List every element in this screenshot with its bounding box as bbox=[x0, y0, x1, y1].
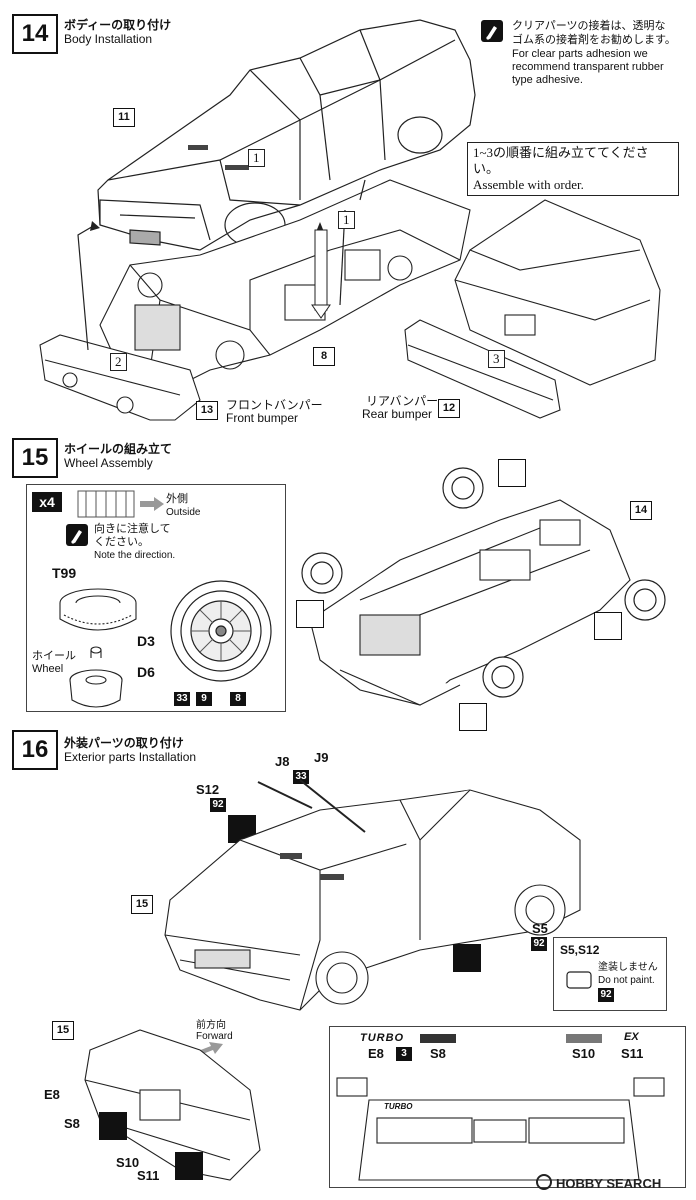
rear-body-drawing bbox=[404, 199, 661, 419]
assembly-order-jp: 1~3の順番に組み立ててください。 bbox=[473, 145, 649, 176]
step-15-number: 15 bbox=[12, 438, 58, 478]
glue-warning-icon bbox=[498, 459, 526, 487]
part-number-rear-bumper: 12 bbox=[438, 399, 460, 418]
glue-warning-icon bbox=[594, 612, 622, 640]
front-bumper-label-en: Front bumper bbox=[226, 411, 299, 425]
do-not-paint-en: Do not paint. bbox=[598, 975, 655, 986]
direction-note-en: Note the direction. bbox=[94, 550, 176, 561]
lancer-emblem-sample bbox=[566, 1034, 602, 1043]
step-14-number: 14 bbox=[12, 14, 58, 54]
glue-warning-icon bbox=[453, 944, 481, 972]
detail-s11-label: S11 bbox=[621, 1046, 644, 1061]
glue-warning-icon bbox=[459, 703, 487, 731]
front-car-drawing bbox=[164, 779, 581, 1011]
part-number-body-15: 15 bbox=[131, 895, 153, 914]
order-marker-2: 2 bbox=[110, 353, 127, 371]
step-15-title-en: Wheel Assembly bbox=[64, 456, 153, 470]
do-not-paint-color-92: 92 bbox=[598, 988, 614, 1002]
adhesive-note-en-2: recommend transparent rubber bbox=[512, 61, 664, 73]
adhesive-note-jp-1: クリアパーツの接着は、透明な bbox=[512, 20, 666, 32]
underside-chassis-drawing bbox=[301, 467, 666, 706]
assembly-order-en: Assemble with order. bbox=[473, 177, 584, 192]
arrow-right-icon bbox=[140, 497, 164, 511]
paint-color-92-s5: 92 bbox=[531, 937, 547, 951]
glue-warning-icon bbox=[175, 1152, 203, 1180]
ex-emblem-sample: EX bbox=[624, 1031, 639, 1043]
rear-panel-drawing bbox=[336, 1077, 665, 1181]
rear-turbo-emblem: TURBO bbox=[384, 1102, 413, 1111]
assembly-order-note: 1~3の順番に組み立ててください。 Assemble with order. bbox=[467, 142, 679, 196]
adhesive-icon bbox=[481, 20, 503, 42]
tire-tread-icon bbox=[77, 490, 135, 518]
turbo-emblem-sample: TURBO bbox=[360, 1032, 405, 1044]
assembly-arrows-14 bbox=[77, 179, 366, 351]
glue-warning-icon bbox=[296, 600, 324, 628]
part-number-body: 11 bbox=[113, 108, 135, 127]
forward-label-en: Forward bbox=[196, 1031, 233, 1042]
paint-color-8: 8 bbox=[230, 692, 246, 706]
detail-e8-label: E8 bbox=[368, 1046, 384, 1061]
part-number-chassis: 8 bbox=[313, 347, 335, 366]
step-14-title-en: Body Installation bbox=[64, 32, 153, 46]
paint-color-33-j8: 33 bbox=[293, 770, 309, 784]
wheel-label-en: Wheel bbox=[32, 663, 64, 675]
step-16-title-jp: 外装パーツの取り付け bbox=[64, 736, 184, 750]
adhesive-note-en-3: type adhesive. bbox=[512, 74, 583, 86]
rear-bumper-label-jp: リアバンパー bbox=[366, 394, 439, 408]
wheel-label-jp: ホイール bbox=[32, 650, 76, 662]
outside-label-jp: 外側 bbox=[166, 493, 188, 505]
watermark-logo-icon bbox=[536, 1174, 552, 1190]
step-16-title-en: Exterior parts Installation bbox=[64, 750, 197, 764]
tire-part-label: T99 bbox=[52, 565, 77, 581]
paint-color-92: 92 bbox=[210, 798, 226, 812]
order-marker-3: 3 bbox=[488, 350, 505, 368]
direction-note-jp-1: 向きに注意して bbox=[94, 523, 171, 535]
watermark: HOBBY SEARCH bbox=[536, 1174, 661, 1191]
part-j8-label: J8 bbox=[275, 754, 290, 769]
front-bumper-drawing bbox=[39, 334, 201, 421]
part-d6-label: D6 bbox=[137, 664, 155, 680]
caution-icon bbox=[66, 524, 88, 546]
emblem-sample-bar bbox=[420, 1034, 456, 1043]
step-14-title-jp: ボディーの取り付け bbox=[64, 18, 172, 32]
part-s11-label: S11 bbox=[137, 1168, 160, 1183]
order-marker-1: 1 bbox=[248, 149, 265, 167]
order-marker-1-chassis: 1 bbox=[338, 211, 355, 229]
part-s10-label: S10 bbox=[116, 1155, 140, 1170]
part-s5-label: S5 bbox=[532, 921, 548, 936]
wheel-part-drawing bbox=[69, 646, 123, 708]
part-s12-label: S12 bbox=[196, 782, 220, 797]
part-j9-label: J9 bbox=[314, 750, 329, 765]
adhesive-note-jp-2: ゴム系の接着剤をお勧めします。 bbox=[512, 34, 676, 46]
part-d3-label: D3 bbox=[137, 633, 155, 649]
paint-color-9: 9 bbox=[196, 692, 212, 706]
detail-s10-label: S10 bbox=[572, 1046, 596, 1061]
rear-bumper-label-en: Rear bumper bbox=[362, 407, 433, 421]
glue-warning-icon bbox=[99, 1112, 127, 1140]
detail-paint-color-3: 3 bbox=[396, 1047, 412, 1061]
assembled-wheel-drawing bbox=[170, 580, 272, 682]
part-s8-label: S8 bbox=[64, 1116, 80, 1131]
detail-s8-label: S8 bbox=[430, 1046, 446, 1061]
mirror-part-icon bbox=[566, 971, 592, 989]
part-number-rear-body-15: 15 bbox=[52, 1021, 74, 1040]
part-e8-label: E8 bbox=[44, 1087, 60, 1102]
front-bumper-label-jp: フロントバンパー bbox=[226, 398, 323, 412]
step-15-title-jp: ホイールの組み立て bbox=[64, 442, 173, 456]
paint-color-33: 33 bbox=[174, 692, 190, 706]
body-shell-drawing bbox=[97, 19, 476, 251]
outside-label-en: Outside bbox=[166, 507, 201, 518]
do-not-paint-parts: S5,S12 bbox=[560, 943, 600, 957]
watermark-text: HOBBY SEARCH bbox=[556, 1176, 662, 1191]
quantity-badge: x4 bbox=[32, 492, 62, 512]
do-not-paint-jp: 塗装しません bbox=[598, 962, 658, 973]
part-number-front-bumper: 13 bbox=[196, 401, 218, 420]
direction-note-jp-2: ください。 bbox=[94, 536, 149, 548]
step-16-number: 16 bbox=[12, 730, 58, 770]
part-number-chassis-14: 14 bbox=[630, 501, 652, 520]
forward-label-jp: 前方向 bbox=[196, 1020, 226, 1031]
tire-drawing bbox=[59, 588, 137, 631]
adhesive-note-en-1: For clear parts adhesion we bbox=[512, 48, 648, 60]
